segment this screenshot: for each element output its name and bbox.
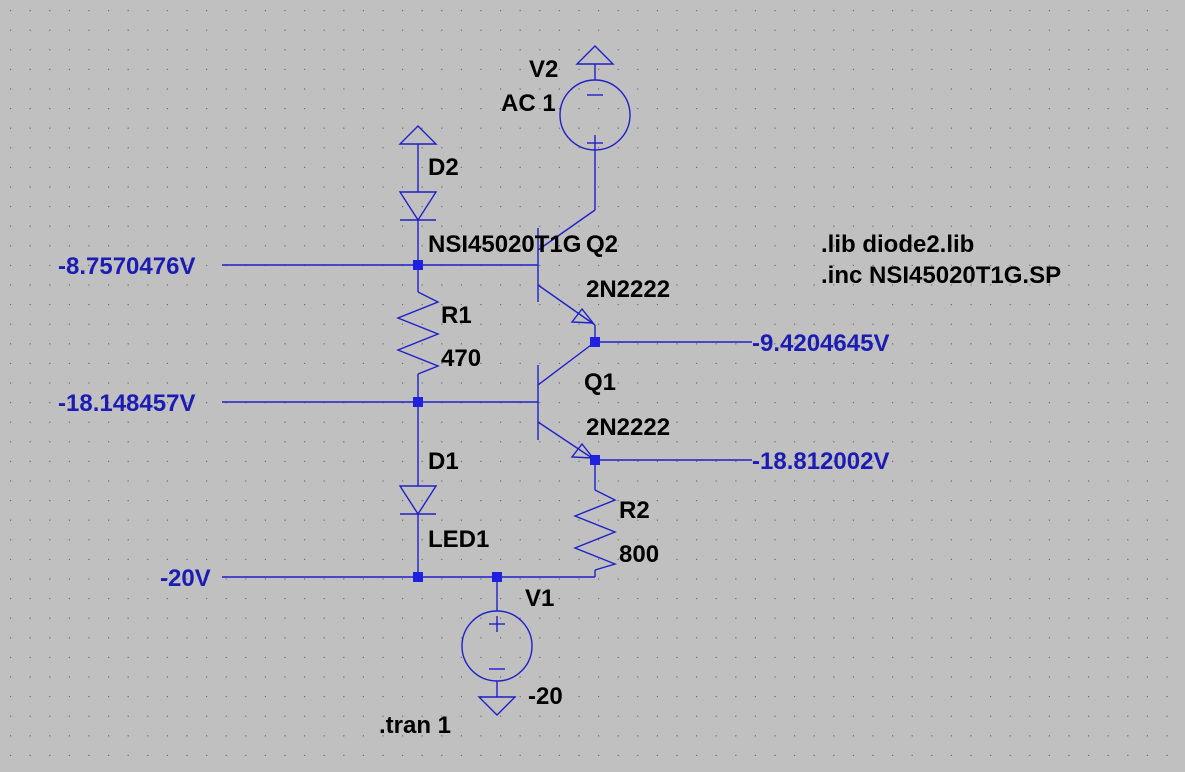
q1-name-label: Q1 xyxy=(584,369,616,396)
net-wires xyxy=(222,264,752,578)
v2-value-label: AC 1 xyxy=(501,90,556,117)
d1-led[interactable] xyxy=(398,402,438,577)
d2-name-label: D2 xyxy=(428,154,459,181)
v2-name-label: V2 xyxy=(529,56,558,83)
v1-value-label: -20 xyxy=(528,683,563,710)
d2-diode[interactable] xyxy=(398,125,438,265)
grid-dots xyxy=(10,10,1168,756)
tran-directive[interactable]: .tran 1 xyxy=(379,712,451,739)
v1-name-label: V1 xyxy=(525,585,554,612)
ground-icon-v1 xyxy=(477,696,517,716)
q1-transistor[interactable] xyxy=(418,341,596,461)
v2-source[interactable] xyxy=(559,45,631,151)
d2-model-label: NSI45020T1G xyxy=(428,231,581,258)
voltage-label-q2-base: -8.7570476V xyxy=(58,253,195,280)
v1-source[interactable] xyxy=(461,577,533,716)
voltage-label-q1-emitter: -18.812002V xyxy=(752,448,889,475)
voltage-label-ground-rail: -20V xyxy=(160,565,211,592)
inc-directive[interactable]: .inc NSI45020T1G.SP xyxy=(821,262,1061,289)
junction-dots xyxy=(413,260,600,582)
r1-value-label: 470 xyxy=(441,345,481,372)
voltage-label-q1-collector: -9.4204645V xyxy=(752,330,889,357)
r2-resistor[interactable] xyxy=(573,460,618,577)
q2-model-label: 2N2222 xyxy=(586,276,670,303)
r1-resistor[interactable] xyxy=(396,265,440,402)
ground-icon-v2 xyxy=(575,45,615,65)
q1-model-label: 2N2222 xyxy=(586,414,670,441)
d1-model-label: LED1 xyxy=(428,526,489,553)
d1-name-label: D1 xyxy=(428,448,459,475)
r2-name-label: R2 xyxy=(619,497,650,524)
voltage-label-q1-base: -18.148457V xyxy=(58,390,195,417)
ground-icon-d2 xyxy=(398,125,438,145)
q2-name-label: Q2 xyxy=(586,231,618,258)
r1-name-label: R1 xyxy=(441,302,472,329)
lib-directive[interactable]: .lib diode2.lib xyxy=(821,231,974,258)
r2-value-label: 800 xyxy=(619,541,659,568)
